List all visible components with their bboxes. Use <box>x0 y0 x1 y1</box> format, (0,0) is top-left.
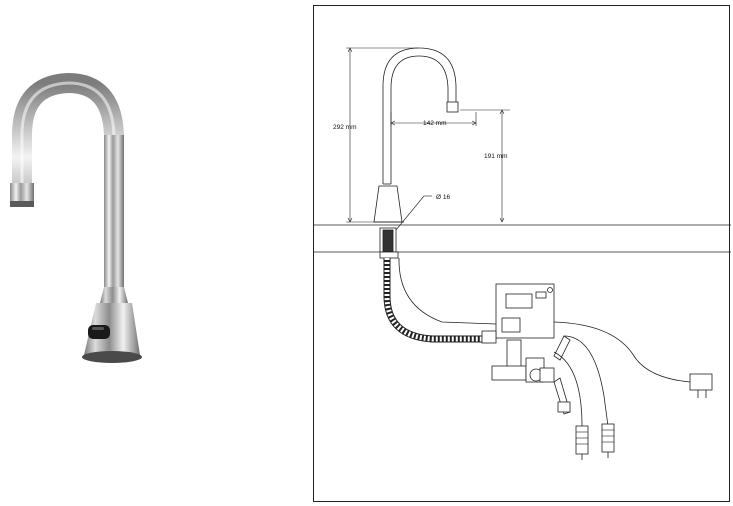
faucet-collar <box>100 287 128 303</box>
installation-diagram: 292 mm 142 mm 191 mm Ø 16 <box>314 47 731 460</box>
dim-total-height-label: 292 mm <box>333 124 356 131</box>
dim-hole-diameter-label: Ø 16 <box>436 194 450 201</box>
dim-reach-label: 142 mm <box>423 120 446 127</box>
supply-connectors <box>553 335 615 460</box>
dim-spout-clearance <box>460 109 510 223</box>
dim-spout-clearance-label: 191 mm <box>484 153 507 160</box>
faucet-base <box>84 303 140 355</box>
dim-reach <box>390 112 477 126</box>
faucet-column <box>104 135 124 295</box>
sensor-window-highlight <box>92 327 104 330</box>
faucet-aerator <box>10 201 34 207</box>
faucet-outline <box>373 47 459 223</box>
braided-hose <box>383 258 486 343</box>
control-box <box>481 283 555 344</box>
diagram-frame: 292 mm 142 mm 191 mm Ø 16 <box>313 5 731 502</box>
valve-assembly <box>491 335 571 415</box>
dim-total-height <box>346 47 418 223</box>
faucet-photo <box>10 72 142 363</box>
faucet-shank <box>379 227 399 259</box>
sensor-cable <box>398 257 497 325</box>
faucet-spout-tip <box>10 183 34 205</box>
dim-hole-diameter <box>395 195 432 231</box>
faucet-spout-arc <box>12 72 124 295</box>
faucet-base-foot <box>82 351 142 363</box>
power-adapter <box>553 321 713 398</box>
